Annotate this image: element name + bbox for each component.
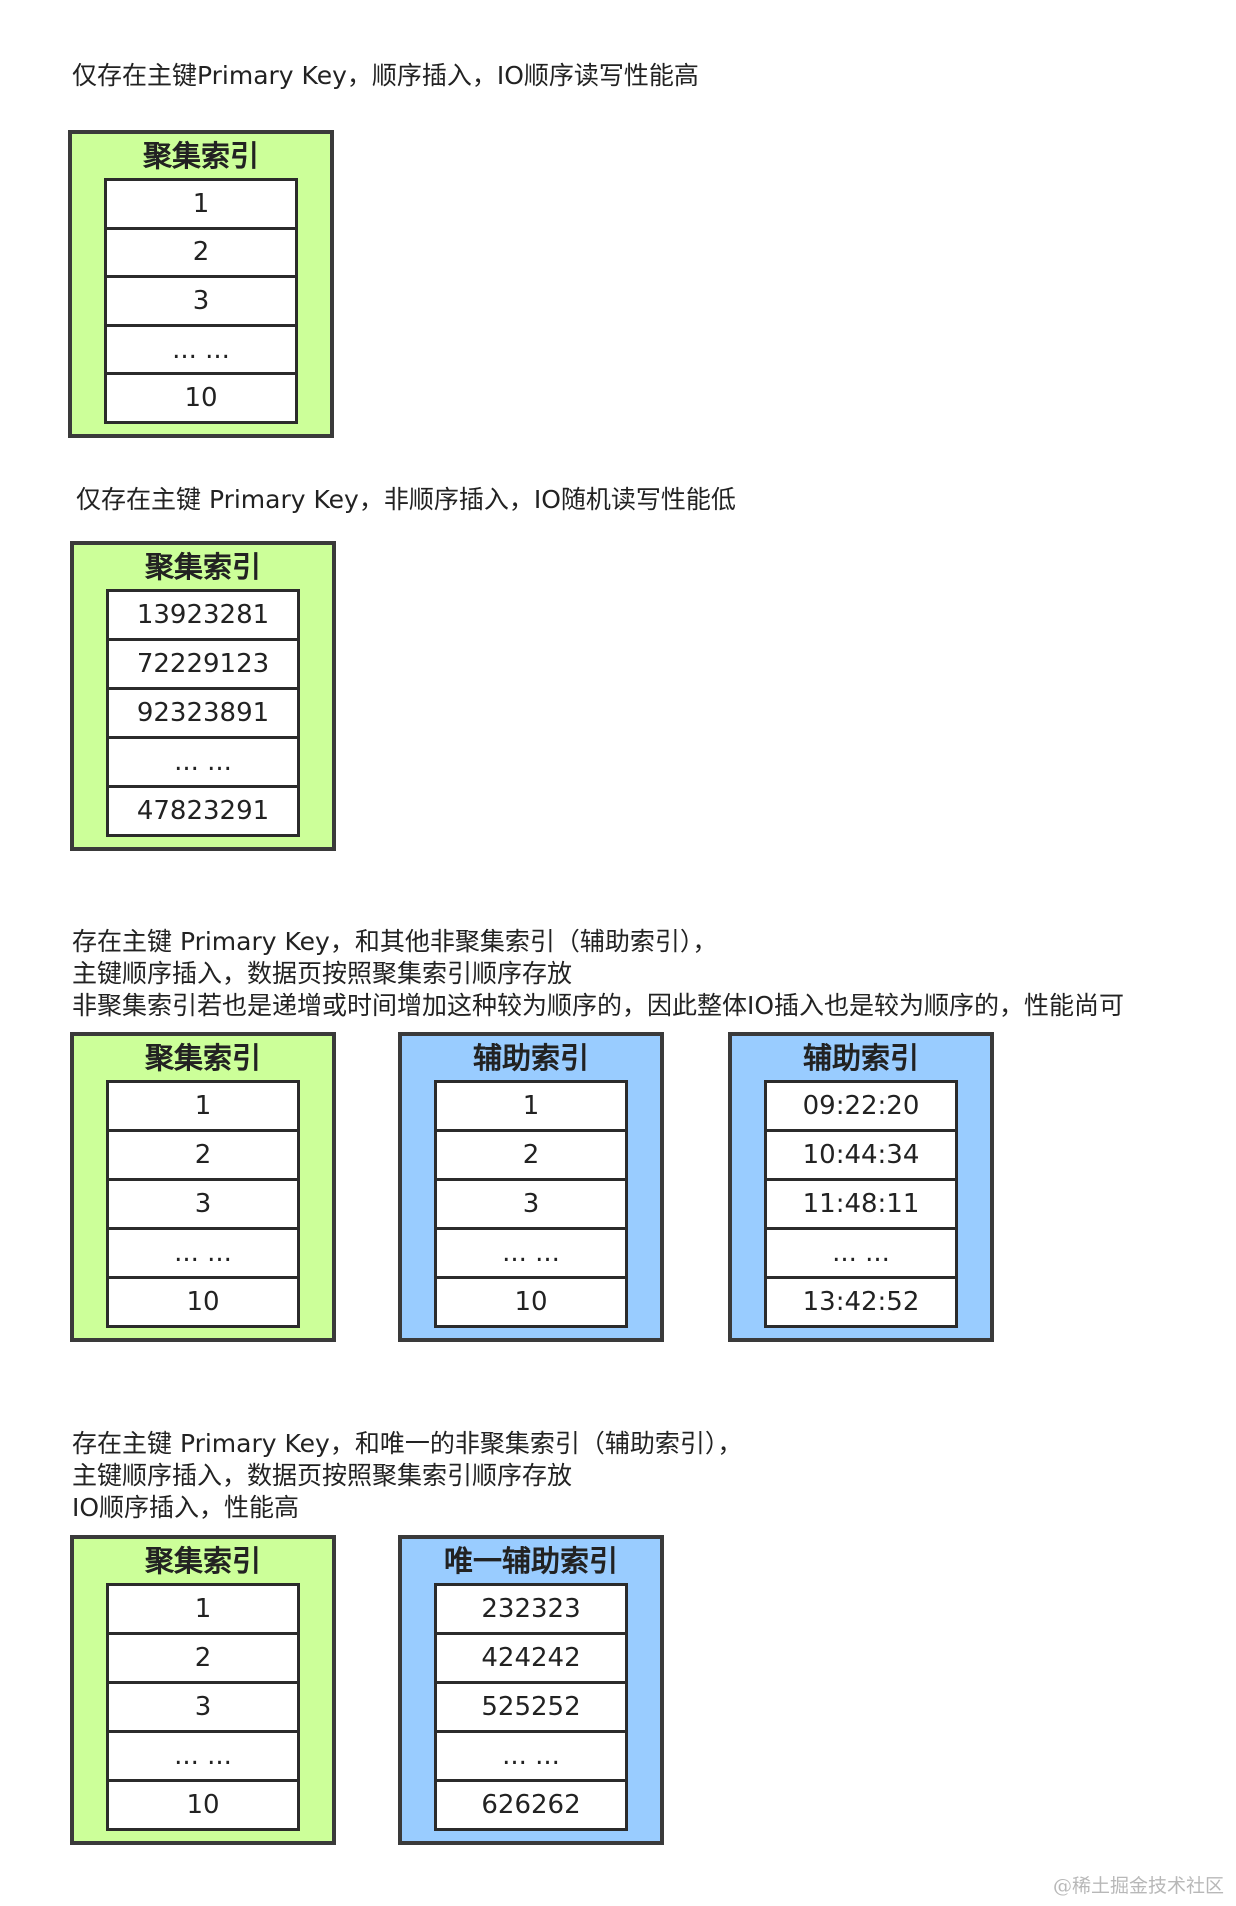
caption-line: 仅存在主键 Primary Key，非顺序插入，IO随机读写性能低 xyxy=(76,485,736,514)
clustered-index-box: 聚集索引 1 2 3 ... ... 10 xyxy=(70,1535,336,1845)
index-cell: 72229123 xyxy=(109,638,297,687)
secondary-index-box: 辅助索引 09:22:20 10:44:34 11:48:11 ... ... … xyxy=(728,1032,994,1342)
index-cell: 47823291 xyxy=(109,785,297,834)
index-cell: 1 xyxy=(192,188,210,219)
clustered-index-box: 聚集索引 13923281 72229123 92323891 ... ... … xyxy=(70,541,336,851)
index-cell: 2 xyxy=(107,226,295,276)
index-cell: 3 xyxy=(107,275,295,324)
caption-line: 主键顺序插入，数据页按照聚集索引顺序存放 xyxy=(72,1461,573,1490)
caption-line: 存在主键 Primary Key，和其他非聚集索引（辅助索引）， xyxy=(72,927,718,956)
index-cell: 10 xyxy=(437,1276,625,1325)
index-cell: 13:42:52 xyxy=(767,1276,955,1325)
index-cell: ... ... xyxy=(437,1730,625,1779)
index-cell: ... ... xyxy=(109,736,297,785)
index-cells: 13923281 72229123 92323891 ... ... 47823… xyxy=(106,589,300,837)
secondary-index-box: 辅助索引 1 2 3 ... ... 10 xyxy=(398,1032,664,1342)
index-cell: 13923281 xyxy=(136,600,270,630)
section-1-caption: 仅存在主键Primary Key，顺序插入，IO顺序读写性能高 xyxy=(72,60,699,92)
clustered-index-box: 聚集索引 1 2 3 ... ... 10 xyxy=(70,1032,336,1342)
index-cell: 3 xyxy=(437,1178,625,1227)
watermark: @稀土掘金技术社区 xyxy=(1052,1875,1224,1897)
index-cells: 1 2 3 ... ... 10 xyxy=(434,1080,628,1328)
caption-line: 非聚集索引若也是递增或时间增加这种较为顺序的，因此整体IO插入也是较为顺序的，性… xyxy=(72,991,1125,1020)
index-cell: 92323891 xyxy=(109,687,297,736)
caption-line: 存在主键 Primary Key，和唯一的非聚集索引（辅助索引）， xyxy=(72,1429,743,1458)
index-cells: 1 2 3 ... ... 10 xyxy=(106,1583,300,1831)
index-cells: 09:22:20 10:44:34 11:48:11 ... ... 13:42… xyxy=(764,1080,958,1328)
clustered-index-box: 聚集索引 1 2 3 ... ... 10 xyxy=(68,130,334,438)
section-4-caption: 存在主键 Primary Key，和唯一的非聚集索引（辅助索引）， 主键顺序插入… xyxy=(72,1428,742,1524)
box-title: 聚集索引 xyxy=(144,1041,261,1075)
index-cell: 232323 xyxy=(481,1594,581,1624)
index-cell: 1 xyxy=(194,1091,212,1121)
index-cell: 1 xyxy=(194,1594,212,1624)
box-title: 聚集索引 xyxy=(144,1544,261,1578)
box-title: 聚集索引 xyxy=(144,550,261,584)
index-cell: 10:44:34 xyxy=(767,1129,955,1178)
index-cell: ... ... xyxy=(437,1227,625,1276)
index-cell: 424242 xyxy=(437,1632,625,1681)
index-cell: ... ... xyxy=(767,1227,955,1276)
index-cell: 3 xyxy=(109,1681,297,1730)
caption-line: IO顺序插入，性能高 xyxy=(72,1493,300,1522)
section-2-caption: 仅存在主键 Primary Key，非顺序插入，IO随机读写性能低 xyxy=(76,484,736,516)
section-3-caption: 存在主键 Primary Key，和其他非聚集索引（辅助索引）， 主键顺序插入，… xyxy=(72,926,1124,1022)
index-cells: 1 2 3 ... ... 10 xyxy=(104,178,298,424)
unique-secondary-index-box: 唯一辅助索引 232323 424242 525252 ... ... 6262… xyxy=(398,1535,664,1845)
index-cell: 11:48:11 xyxy=(767,1178,955,1227)
index-cell: ... ... xyxy=(109,1227,297,1276)
index-cell: ... ... xyxy=(107,323,295,373)
index-cell: 10 xyxy=(107,372,295,421)
index-cell: 2 xyxy=(109,1632,297,1681)
box-title: 辅助索引 xyxy=(472,1041,589,1075)
index-cells: 232323 424242 525252 ... ... 626262 xyxy=(434,1583,628,1831)
index-cell: 10 xyxy=(109,1779,297,1828)
index-cell: 525252 xyxy=(437,1681,625,1730)
index-cells: 1 2 3 ... ... 10 xyxy=(106,1080,300,1328)
index-cell: 2 xyxy=(109,1129,297,1178)
index-cell: ... ... xyxy=(109,1730,297,1779)
index-cell: 1 xyxy=(522,1091,540,1121)
index-cell: 09:22:20 xyxy=(802,1091,920,1121)
caption-line: 仅存在主键Primary Key，顺序插入，IO顺序读写性能高 xyxy=(72,61,699,90)
box-title: 辅助索引 xyxy=(802,1041,919,1075)
index-cell: 2 xyxy=(437,1129,625,1178)
caption-line: 主键顺序插入，数据页按照聚集索引顺序存放 xyxy=(72,959,573,988)
index-cell: 626262 xyxy=(437,1779,625,1828)
index-cell: 10 xyxy=(109,1276,297,1325)
box-title: 聚集索引 xyxy=(142,139,259,173)
box-title: 唯一辅助索引 xyxy=(443,1544,618,1578)
index-cell: 3 xyxy=(109,1178,297,1227)
